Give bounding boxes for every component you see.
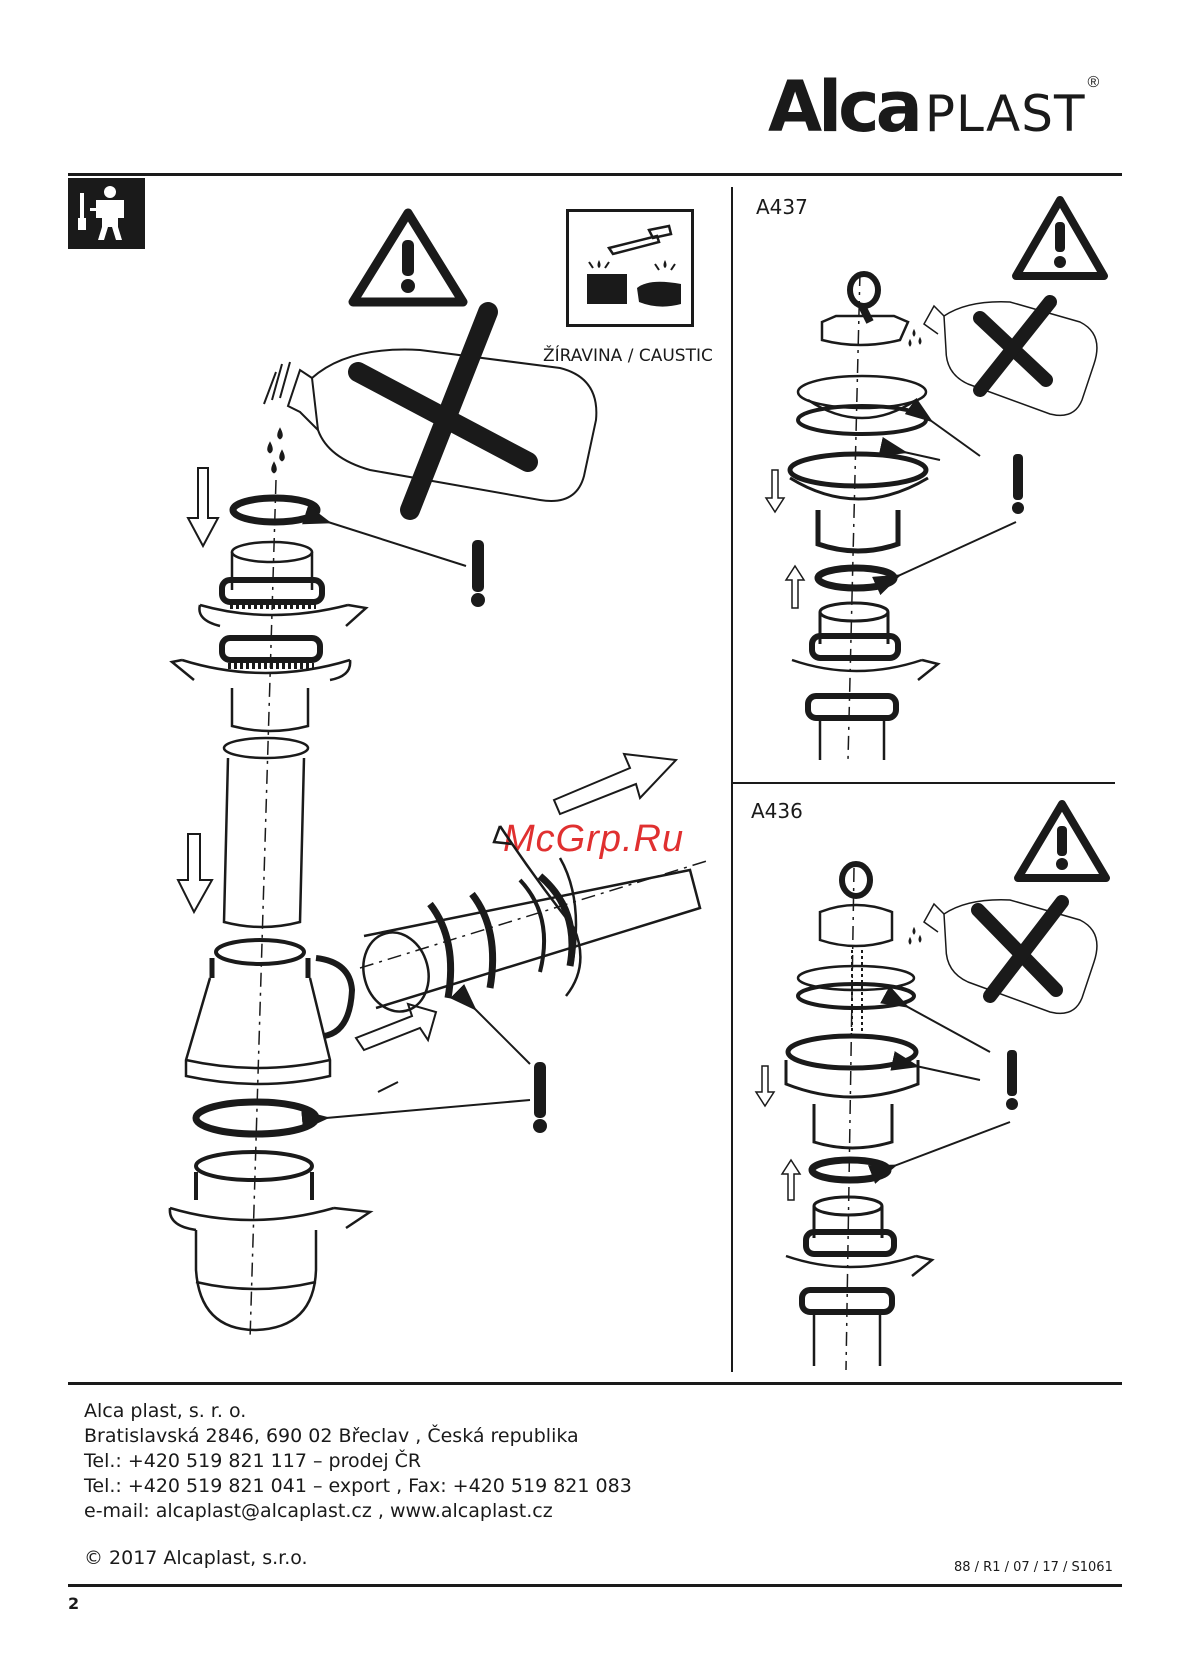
footer-company: Alca plast, s. r. o. <box>84 1400 247 1422</box>
panel-divider-horizontal <box>733 782 1115 784</box>
warning-triangle-icon <box>1012 196 1108 280</box>
warning-triangle-icon <box>348 208 468 307</box>
watermark-text: McGrp.Ru <box>503 818 685 860</box>
page-number: 2 <box>68 1594 80 1613</box>
installer-tools-icon <box>68 178 145 249</box>
panel-a436-label: A436 <box>751 799 803 823</box>
document-code: 88 / R1 / 07 / 17 / S1061 <box>954 1560 1113 1575</box>
caustic-label: ŽÍRAVINA / CAUSTIC <box>543 346 713 366</box>
bottle-illustration <box>263 348 598 502</box>
footer-address: Bratislavská 2846, 690 02 Břeclav , Česk… <box>84 1425 579 1447</box>
panel-divider-vertical <box>731 187 733 1372</box>
brand-name-bold: Alca <box>768 66 923 148</box>
prohibited-x-icon <box>971 895 1069 1003</box>
registered-mark: ® <box>1087 74 1100 91</box>
footer-top-rule <box>68 1382 1122 1385</box>
prohibited-x-icon <box>973 295 1057 397</box>
panel-a437-label: A437 <box>756 195 808 219</box>
footer-phone-export: Tel.: +420 519 821 041 – export , Fax: +… <box>84 1475 632 1497</box>
top-rule <box>68 173 1122 176</box>
caustic-hazard-icon <box>566 209 694 327</box>
footer-phone-sales: Tel.: +420 519 821 117 – prodej ČR <box>84 1450 422 1472</box>
footer-contact: e-mail: alcaplast@alcaplast.cz , www.alc… <box>84 1500 553 1522</box>
footer-copyright: © 2017 Alcaplast, s.r.o. <box>84 1547 308 1569</box>
footer-bottom-rule <box>68 1584 1122 1587</box>
prohibited-x-icon <box>348 302 538 520</box>
warning-triangle-icon <box>1014 800 1110 882</box>
brand-name-light: PLAST <box>924 85 1086 143</box>
